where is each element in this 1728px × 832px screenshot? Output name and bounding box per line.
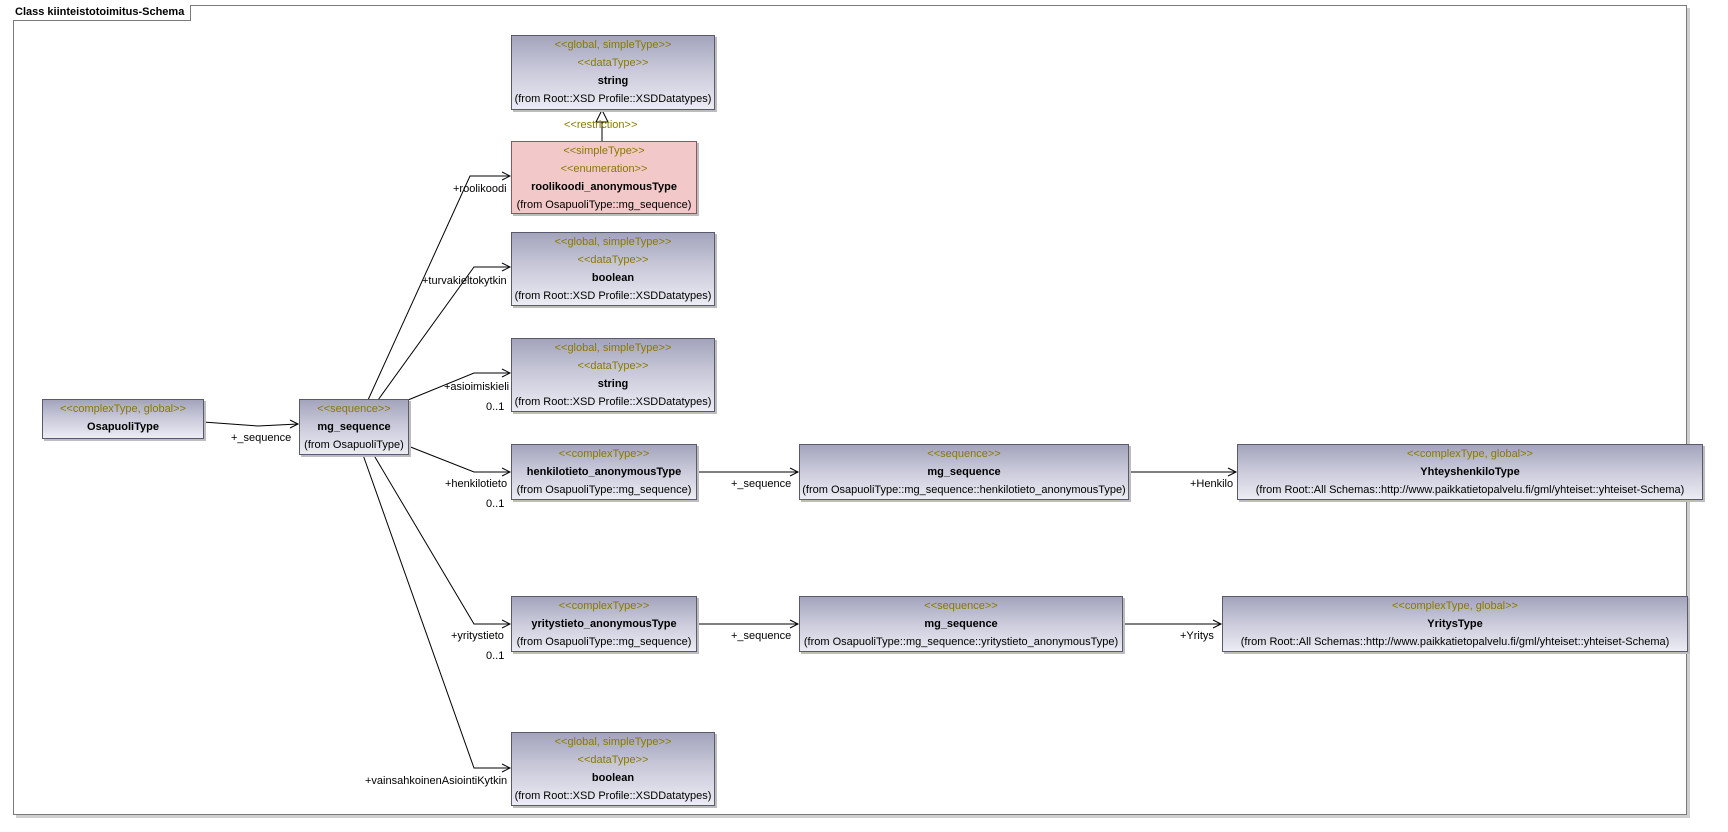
- class-name: string: [597, 75, 629, 87]
- class-name: boolean: [591, 772, 635, 784]
- class-name: OsapuoliType: [87, 421, 159, 433]
- class-henkilotieto[interactable]: <<complexType>> henkilotieto_anonymousTy…: [511, 444, 697, 500]
- class-origin: (from Root::All Schemas::http://www.paik…: [1240, 636, 1670, 648]
- stereotype-label: <<dataType>>: [577, 254, 649, 266]
- edge-henkilotieto: [407, 445, 510, 473]
- class-mg-sequence-yritys[interactable]: <<sequence>> mg_sequence (from OsapuoliT…: [799, 596, 1123, 652]
- stereotype-label: <<simpleType>>: [563, 145, 645, 157]
- label-yritystieto-mult: 0..1: [486, 650, 505, 662]
- stereotype-label: <<global, simpleType>>: [554, 342, 672, 354]
- restriction-arrowhead: [595, 108, 609, 123]
- label-seq-yritys: +_sequence: [731, 630, 792, 642]
- stereotype-label: <<dataType>>: [577, 360, 649, 372]
- edge-vainsahkoinen: [361, 451, 510, 769]
- class-osapuolitype[interactable]: <<complexType, global>> OsapuoliType: [42, 399, 204, 439]
- arrow-osapuoli-mgseq: [289, 419, 300, 429]
- class-mg-sequence-main[interactable]: <<sequence>> mg_sequence (from OsapuoliT…: [299, 399, 409, 455]
- label-restriction: <<restriction>>: [564, 119, 638, 131]
- class-name: YhteyshenkiloType: [1420, 466, 1520, 478]
- class-origin: (from OsapuoliType::mg_sequence::yrityst…: [803, 636, 1119, 648]
- class-name: henkilotieto_anonymousType: [526, 466, 682, 478]
- label-asiointikieli: +asioimiskieli: [444, 381, 510, 393]
- class-origin: (from OsapuoliType::mg_sequence): [516, 484, 692, 496]
- stereotype-label: <<enumeration>>: [560, 163, 648, 175]
- label-seq-henkilo: +_sequence: [731, 478, 792, 490]
- class-name: mg_sequence: [317, 421, 391, 433]
- stereotype-label: <<dataType>>: [577, 57, 649, 69]
- class-name: mg_sequence: [927, 466, 1001, 478]
- class-origin: (from Root::XSD Profile::XSDDatatypes): [514, 396, 712, 408]
- label-yritys-role: +Yritys: [1180, 630, 1214, 642]
- edge-osapuoli-mgseq: [202, 421, 299, 427]
- stereotype-label: <<global, simpleType>>: [554, 236, 672, 248]
- stereotype-label: <<global, simpleType>>: [554, 736, 672, 748]
- class-yritystieto[interactable]: <<complexType>> yritystieto_anonymousTyp…: [511, 596, 697, 652]
- class-name: roolikoodi_anonymousType: [531, 181, 677, 193]
- edge-turvakielto: [377, 266, 510, 401]
- stereotype-label: <<dataType>>: [577, 754, 649, 766]
- class-origin: (from Root::XSD Profile::XSDDatatypes): [514, 290, 712, 302]
- edge-yritystieto: [371, 451, 510, 625]
- stereotype-label: <<complexType, global>>: [1392, 600, 1518, 612]
- label-asiointikieli-mult: 0..1: [486, 401, 505, 413]
- class-origin: (from Root::All Schemas::http://www.paik…: [1255, 484, 1685, 496]
- edge-roolikoodi: [367, 175, 510, 401]
- class-mg-sequence-henkilo[interactable]: <<sequence>> mg_sequence (from OsapuoliT…: [799, 444, 1129, 500]
- stereotype-label: <<sequence>>: [927, 448, 1001, 460]
- stereotype-label: <<complexType, global>>: [1407, 448, 1533, 460]
- stereotype-label: <<global, simpleType>>: [554, 39, 672, 51]
- class-boolean-2[interactable]: <<global, simpleType>> <<dataType>> bool…: [511, 732, 715, 806]
- class-origin: (from Root::XSD Profile::XSDDatatypes): [514, 93, 712, 105]
- class-origin: (from OsapuoliType): [304, 439, 404, 451]
- stereotype-label: <<complexType>>: [558, 448, 650, 460]
- label-roolikoodi: +roolikoodi: [453, 183, 507, 195]
- class-roolikoodi[interactable]: <<simpleType>> <<enumeration>> roolikood…: [511, 141, 697, 214]
- class-name: yritystieto_anonymousType: [531, 618, 677, 630]
- class-string-top[interactable]: <<global, simpleType>> <<dataType>> stri…: [511, 35, 715, 110]
- class-name: mg_sequence: [924, 618, 998, 630]
- stereotype-label: <<complexType, global>>: [60, 403, 186, 415]
- label-henkilotieto-mult: 0..1: [486, 498, 505, 510]
- label-seq-main: +_sequence: [231, 432, 292, 444]
- class-yritystype[interactable]: <<complexType, global>> YritysType (from…: [1222, 596, 1688, 652]
- label-vainsahkoinen: +vainsahkoinenAsiointiKytkin: [365, 775, 508, 787]
- class-name: boolean: [591, 272, 635, 284]
- class-name: YritysType: [1427, 618, 1483, 630]
- class-origin: (from OsapuoliType::mg_sequence): [516, 199, 692, 211]
- label-henkilo-role: +Henkilo: [1190, 478, 1234, 490]
- stereotype-label: <<sequence>>: [317, 403, 391, 415]
- stereotype-label: <<sequence>>: [924, 600, 998, 612]
- label-yritystieto: +yritystieto: [451, 630, 504, 642]
- label-henkilotieto: +henkilotieto: [445, 478, 508, 490]
- class-origin: (from OsapuoliType::mg_sequence): [516, 636, 692, 648]
- class-origin: (from Root::XSD Profile::XSDDatatypes): [514, 790, 712, 802]
- class-origin: (from OsapuoliType::mg_sequence::henkilo…: [802, 484, 1126, 496]
- class-string-2[interactable]: <<global, simpleType>> <<dataType>> stri…: [511, 338, 715, 412]
- label-turvakielto: +turvakieltokytkin: [422, 275, 507, 287]
- diagram-frame: [13, 5, 1687, 815]
- class-yhteyshenkilotype[interactable]: <<complexType, global>> YhteyshenkiloTyp…: [1237, 444, 1703, 500]
- stereotype-label: <<complexType>>: [558, 600, 650, 612]
- edge-asiointikieli: [407, 372, 510, 401]
- diagram-title: Class kiinteistotoimitus-Schema: [13, 5, 192, 21]
- class-boolean-1[interactable]: <<global, simpleType>> <<dataType>> bool…: [511, 232, 715, 306]
- class-name: string: [597, 378, 629, 390]
